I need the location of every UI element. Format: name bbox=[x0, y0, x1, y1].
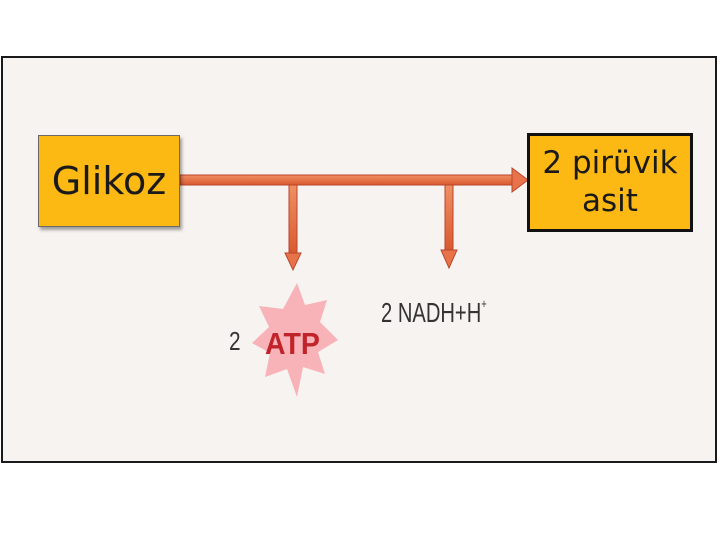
atp-count: 2 bbox=[229, 326, 241, 356]
piruvik-label-line1: 2 pirüvik bbox=[542, 145, 678, 182]
nadh-label: 2 NADH+H+ bbox=[381, 295, 487, 329]
atp-branch-arrow bbox=[284, 184, 302, 272]
diagram-panel bbox=[1, 56, 717, 463]
glikoz-box: Glikoz bbox=[38, 135, 180, 227]
atp-label: ATP bbox=[265, 326, 320, 361]
nadh-superscript: + bbox=[481, 295, 487, 311]
main-arrow bbox=[179, 167, 529, 193]
piruvik-box: 2 pirüvik asit bbox=[527, 133, 693, 232]
nadh-branch-arrow bbox=[440, 184, 458, 270]
nadh-text: 2 NADH+H bbox=[381, 297, 482, 328]
piruvik-label-line2: asit bbox=[582, 182, 638, 219]
atp-star-shape bbox=[252, 283, 338, 397]
glikoz-label: Glikoz bbox=[51, 159, 167, 203]
